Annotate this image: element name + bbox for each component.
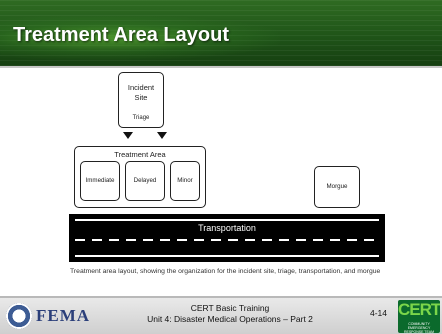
immediate-label: Immediate: [85, 177, 115, 184]
dhs-seal-icon: [6, 303, 32, 329]
road-top-edge: [75, 219, 379, 221]
delayed-label: Delayed: [133, 177, 157, 184]
minor-label: Minor: [177, 177, 193, 184]
diagram-caption: Treatment area layout, showing the organ…: [70, 268, 381, 275]
triage-label: Triage: [132, 115, 150, 121]
fema-logo-text: FEMA: [36, 306, 91, 325]
page-number: 4-14: [370, 308, 388, 318]
cert-logo-subtext: COMMUNITY EMERGENCY RESPONSE TEAM: [403, 322, 435, 333]
incident-site-box: Incident Site Triage: [118, 72, 164, 128]
cert-logo: CERT COMMUNITY EMERGENCY RESPONSE TEAM: [398, 300, 440, 333]
morgue-box: Morgue: [314, 166, 360, 208]
banner-glow: [0, 16, 280, 60]
delayed-box: Delayed: [125, 161, 165, 201]
road-bottom-edge: [75, 255, 379, 257]
transportation-label: Transportation: [198, 223, 256, 233]
immediate-box: Immediate: [80, 161, 120, 201]
banner-divider: [0, 66, 442, 68]
transportation-road: Transportation: [69, 214, 385, 262]
minor-box: Minor: [170, 161, 200, 201]
course-name: CERT Basic Training: [190, 303, 270, 313]
arrow-down-right: [157, 132, 167, 139]
road-center-dashes: [75, 239, 379, 241]
footer-course-info: CERT Basic Training Unit 4: Disaster Med…: [140, 303, 320, 325]
slide-title: Treatment Area Layout: [13, 24, 229, 46]
incident-site-label-line2: Site: [134, 93, 148, 102]
cert-logo-letters: CERT: [398, 300, 440, 319]
morgue-label: Morgue: [326, 183, 348, 190]
treatment-area-label: Treatment Area: [114, 150, 166, 159]
slide-footer: FEMA CERT Basic Training Unit 4: Disaste…: [0, 296, 442, 334]
arrow-down-left: [123, 132, 133, 139]
unit-name: Unit 4: Disaster Medical Operations – Pa…: [147, 314, 313, 324]
incident-site-label-line1: Incident: [127, 83, 155, 92]
title-banner: Treatment Area Layout: [0, 0, 442, 66]
